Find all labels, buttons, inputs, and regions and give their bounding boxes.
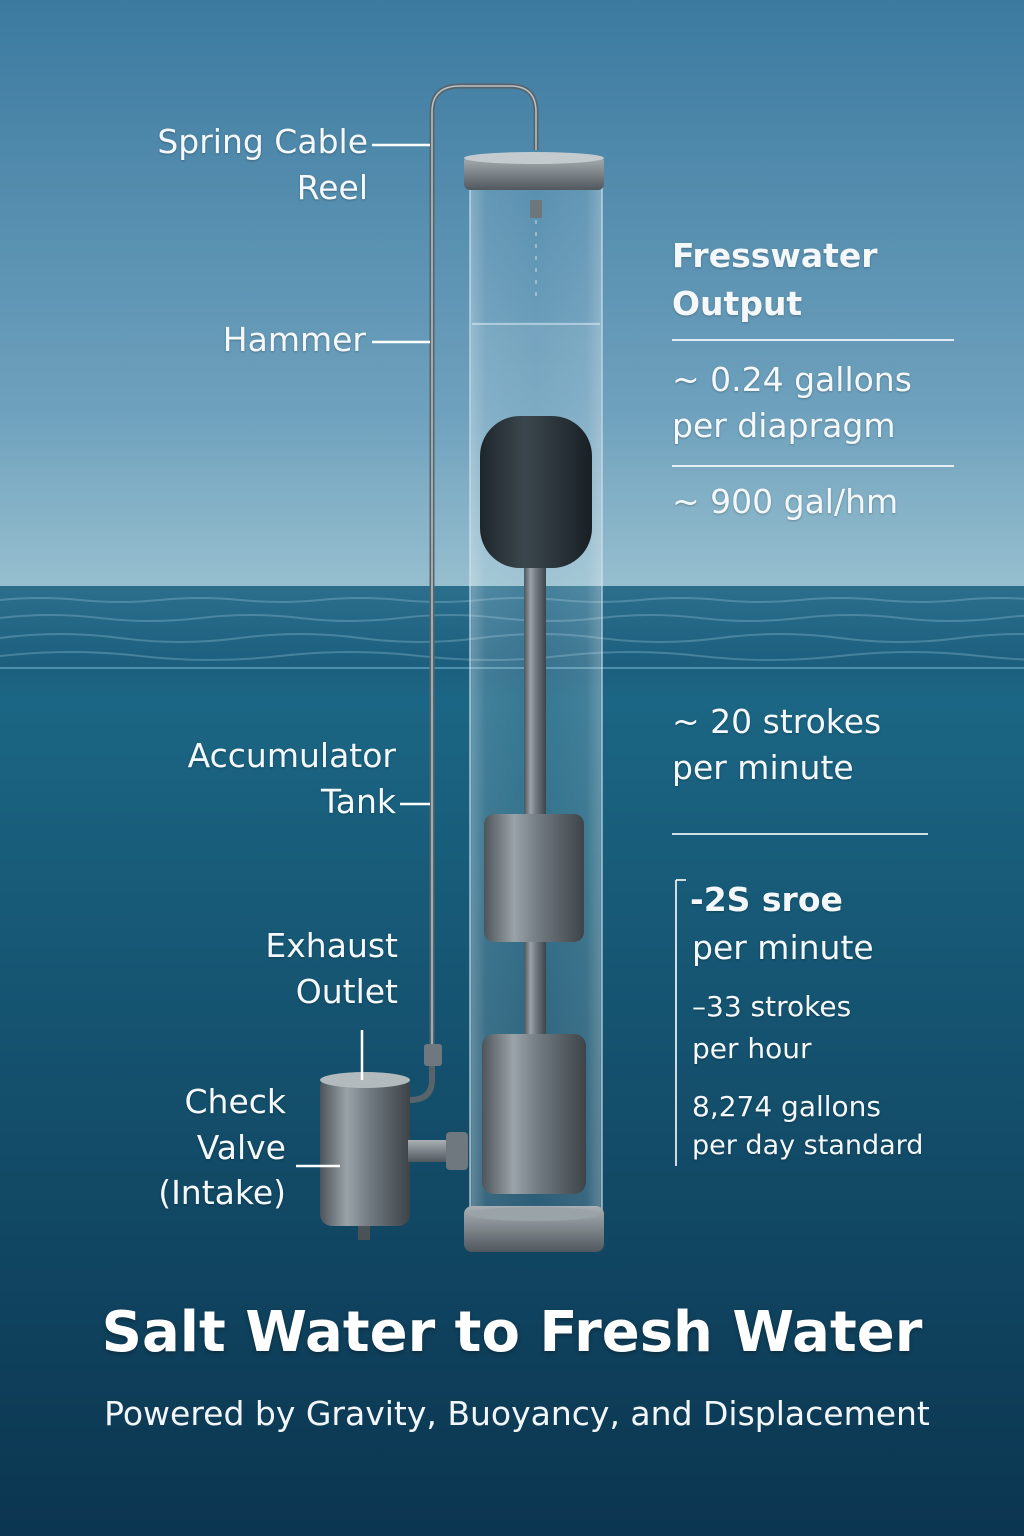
exhaust-outlet-line2: Outlet xyxy=(295,971,398,1011)
spring-cable-reel-label: Spring Cable Reel xyxy=(100,122,368,207)
check-valve-line1: Check xyxy=(184,1082,286,1121)
per-diaphragm-line1: ~ 0.24 gallons xyxy=(672,360,912,399)
output-heading-line2: Output xyxy=(672,283,803,323)
exhaust-outlet-label: Exhaust Outlet xyxy=(100,926,398,1011)
accumulator-tank-label: Accumulator Tank xyxy=(100,736,396,821)
check-valve-label: Check Valve (Intake) xyxy=(100,1082,286,1213)
displacement-weight xyxy=(484,814,584,942)
output-heading: Fresswater Output xyxy=(672,236,972,323)
leader-lines xyxy=(296,143,430,1168)
check-valve-line2: Valve xyxy=(196,1127,286,1167)
hammer-label: Hammer xyxy=(222,320,366,359)
panel-rules xyxy=(672,339,954,1166)
check-valve-body xyxy=(320,1044,468,1240)
buoyancy-float xyxy=(480,416,592,568)
accumulator-tank-line2: Tank xyxy=(321,781,396,821)
per-diaphragm-stat: ~ 0.24 gallons per diapragm xyxy=(672,360,992,445)
lower-piston xyxy=(482,1034,586,1194)
stats-line3: –33 strokes xyxy=(692,990,852,1023)
stats-line6: per day standard xyxy=(692,1130,924,1161)
output-heading-line1: Fresswater xyxy=(672,236,878,275)
stats-line4: per hour xyxy=(692,1032,812,1065)
strokes-per-minute-line2: per minute xyxy=(672,747,854,787)
spring-cable-reel-line2: Reel xyxy=(296,167,368,207)
stats-line2: per minute xyxy=(692,928,874,967)
stats-line1: -2S sroe xyxy=(690,880,843,919)
strokes-per-minute-line1: ~ 20 strokes xyxy=(672,702,882,741)
per-diaphragm-line2: per diapragm xyxy=(672,405,896,445)
check-valve-line3: (Intake) xyxy=(158,1173,286,1213)
exhaust-outlet-line1: Exhaust xyxy=(265,926,398,965)
page-title: Salt Water to Fresh Water xyxy=(101,1300,923,1365)
rate-stat: ~ 900 gal/hm xyxy=(672,482,899,521)
top-cap xyxy=(464,156,604,190)
piston-rod xyxy=(524,560,546,1040)
stats-line5: 8,274 gallons xyxy=(692,1090,882,1123)
spring-cable-reel-line1: Spring Cable xyxy=(157,122,368,161)
accumulator-tank-line1: Accumulator xyxy=(187,736,396,775)
strokes-per-minute-stat: ~ 20 strokes per minute xyxy=(672,702,992,787)
page-subtitle: Powered by Gravity, Buoyancy, and Displa… xyxy=(104,1394,930,1433)
